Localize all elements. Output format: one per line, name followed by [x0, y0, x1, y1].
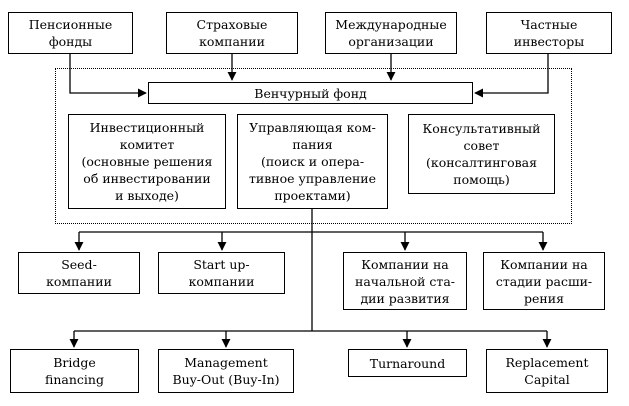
venture-fund-box: Венчурный фонд — [148, 82, 473, 104]
text-line: Управляющая ком- — [249, 120, 376, 135]
text-line: Компании на — [361, 256, 449, 272]
text-line: и выходе) — [115, 188, 179, 203]
management-company-box: Управляющая ком-пания (поиск и опера-тивн… — [237, 114, 388, 209]
source-insurance-companies: Страховые компании — [166, 12, 298, 54]
text-line: помощь) — [453, 172, 510, 187]
text-line: Buy-Out (Buy-In) — [172, 372, 280, 387]
financing-turnaround: Turnaround — [348, 349, 467, 377]
text-line: Turnaround — [369, 355, 446, 371]
financing-bridge: Bridge financing — [10, 349, 139, 393]
target-seed-companies: Seed-компании — [18, 252, 140, 294]
text-line: инвесторы — [513, 34, 585, 49]
text-line: Management — [184, 355, 268, 370]
text-line: Start up- — [193, 257, 250, 272]
text-line: совет — [463, 138, 500, 153]
text-line: рения — [524, 290, 564, 306]
text-line: Международные — [335, 17, 447, 32]
text-line: фонды — [48, 34, 93, 49]
text-line: начальной ста- — [355, 273, 455, 289]
investment-committee-box: Инвестиционный комитет (основные решения об… — [68, 114, 226, 209]
advisory-board-box: Консультативный совет (консалтинговая помощ… — [408, 114, 555, 194]
text-line: тивное управление — [248, 171, 377, 186]
text-line: пания — [292, 137, 333, 152]
text-line: комитет — [119, 137, 175, 152]
text-line: Частные — [520, 17, 578, 32]
text-line: компании — [46, 274, 112, 289]
text-line: Replacement — [505, 355, 589, 370]
text-line: Bridge — [53, 355, 96, 370]
text-line: (консалтинговая — [426, 155, 537, 170]
text-line: (поиск и опера- — [260, 154, 365, 169]
source-private-investors: Частные инвесторы — [486, 12, 612, 54]
text-line: Пенсионные — [28, 17, 113, 32]
text-line: компании — [188, 274, 255, 289]
source-pension-funds: Пенсионные фонды — [8, 12, 133, 54]
text-line: об инвестировании — [83, 171, 211, 186]
arrow-pension-to-fund — [69, 54, 147, 98]
text-line: Capital — [524, 372, 570, 387]
venture-fund-structure-border — [55, 68, 572, 224]
text-line: проектами) — [274, 188, 351, 203]
text-line: организации — [348, 34, 434, 49]
text-line: Венчурный фонд — [254, 85, 367, 101]
text-line: Seed- — [61, 257, 97, 272]
source-international-organizations: Международные организации — [325, 12, 457, 54]
text-line: Компании на — [500, 256, 588, 272]
target-startup-companies: Start up-компании — [158, 252, 285, 294]
text-line: дии развития — [360, 290, 450, 306]
text-line: Консультативный — [422, 121, 541, 136]
text-line: Страховые — [196, 17, 268, 32]
arrow-private-to-fund — [474, 54, 549, 98]
text-line: стадии расши- — [495, 273, 593, 289]
text-line: (основные решения — [81, 154, 213, 169]
text-line: компании — [199, 34, 265, 49]
text-line: financing — [45, 372, 104, 387]
text-line: Инвестиционный — [89, 120, 205, 135]
